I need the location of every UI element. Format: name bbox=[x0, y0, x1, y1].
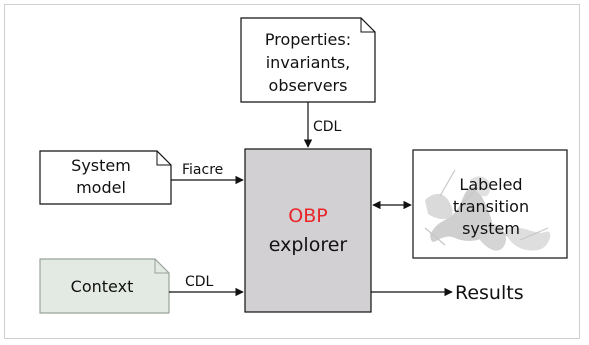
edge-label-cdl-bottom: CDL bbox=[185, 274, 214, 290]
edge-label-cdl-top: CDL bbox=[313, 119, 342, 135]
results-label: Results bbox=[455, 282, 524, 304]
lts-line-2: transition bbox=[453, 197, 529, 216]
context-label: Context bbox=[71, 277, 134, 296]
properties-line-1: Properties: bbox=[265, 30, 351, 49]
edge-properties-to-explorer: CDL bbox=[303, 102, 342, 148]
lts-graph-background-icon bbox=[424, 169, 551, 251]
context-box: Context bbox=[39, 258, 170, 314]
obp-label: OBP bbox=[288, 205, 327, 227]
system-model-box: System model bbox=[39, 150, 172, 205]
properties-line-2: invariants, bbox=[266, 53, 351, 72]
edge-explorer-to-results: Results bbox=[371, 282, 524, 304]
lts-line-3: system bbox=[462, 219, 520, 238]
edge-system-model-to-explorer: Fiacre bbox=[171, 162, 244, 185]
lts-box: Labeled transition system bbox=[412, 149, 568, 259]
explorer-label: explorer bbox=[269, 234, 348, 256]
diagram-frame bbox=[4, 4, 580, 339]
properties-box: Properties: invariants, observers bbox=[240, 17, 376, 103]
edge-label-fiacre: Fiacre bbox=[182, 162, 223, 178]
system-model-line-2: model bbox=[76, 178, 126, 197]
system-model-line-1: System bbox=[71, 156, 131, 175]
lts-line-1: Labeled bbox=[459, 175, 522, 194]
edge-context-to-explorer: CDL bbox=[169, 274, 244, 297]
obp-explorer-box: OBP explorer bbox=[244, 148, 372, 313]
properties-line-3: observers bbox=[269, 76, 348, 95]
